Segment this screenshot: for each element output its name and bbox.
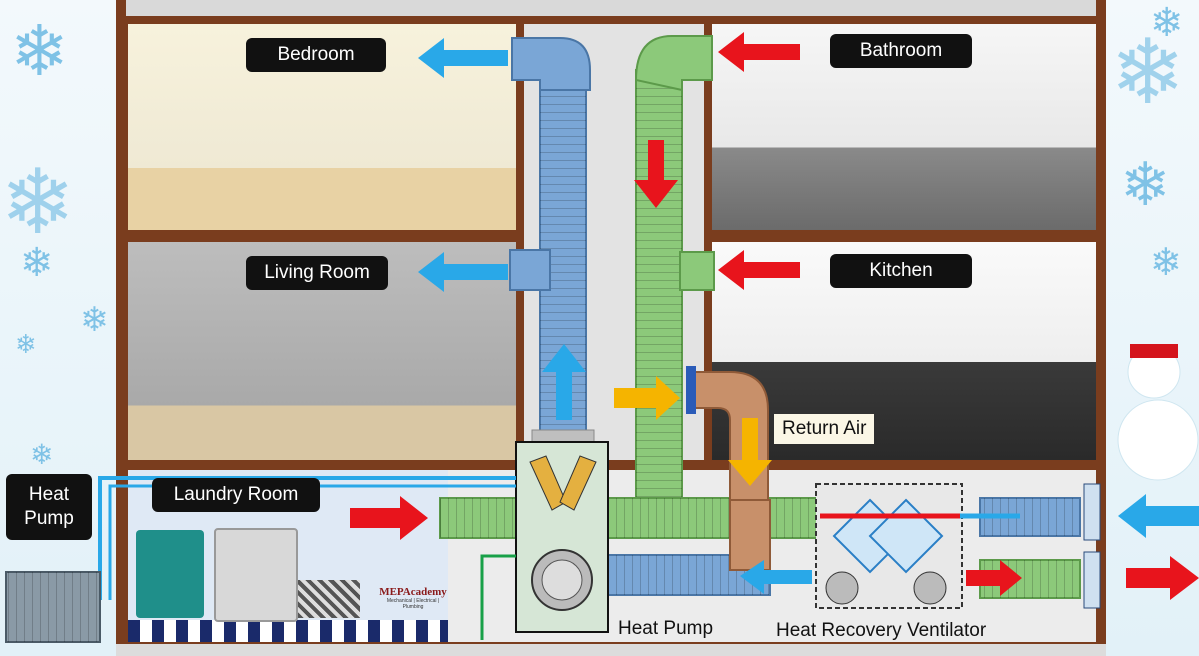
supply-arrow-up [542, 344, 586, 420]
intake-louver [1083, 483, 1101, 541]
outdoor-heat-pump-label: Heat Pump [6, 474, 92, 540]
laundry-basket [298, 580, 360, 618]
snowflake-icon: ❄ [1150, 240, 1182, 284]
snowflake-icon: ❄ [1110, 20, 1186, 125]
refrigerant-line [98, 476, 516, 600]
supply-arrow-bedroom [418, 38, 508, 78]
hrv-label: Heat Recovery Ventilator [776, 620, 987, 641]
washer-appliance [214, 528, 298, 622]
snowflake-icon: ❄ [10, 10, 69, 92]
bathroom-label: Bathroom [830, 34, 972, 68]
kitchen-label: Kitchen [830, 254, 972, 288]
laundry-floor [128, 620, 448, 642]
outdoor-intake-arrow [1118, 494, 1199, 538]
snowflake-icon: ❄ [80, 300, 109, 340]
snowflake-icon: ❄ [1150, 0, 1184, 46]
foundation [116, 644, 1106, 656]
snowflake-icon: ❄ [1120, 150, 1171, 220]
heat-pump-unit [515, 441, 609, 633]
snowflake-icon: ❄ [30, 438, 54, 471]
supply-arrow-hrv [740, 560, 812, 594]
exhaust-arrow-kitchen [718, 250, 800, 290]
exhaust-arrow-down [634, 140, 678, 208]
living-room-label: Living Room [246, 256, 388, 290]
outdoor-heat-pump-unit [5, 571, 101, 643]
laundry-room-label: Laundry Room [152, 478, 320, 512]
snowflake-icon: ❄ [0, 150, 76, 255]
snowflake-icon: ❄ [20, 240, 54, 286]
return-arrow-right [614, 376, 680, 420]
exhaust-arrow-bathroom [718, 32, 800, 72]
exhaust-arrow-laundry [350, 496, 428, 540]
exhaust-arrow-hrv [966, 560, 1022, 596]
snowman [1117, 344, 1199, 481]
outdoor-exhaust-arrow [1126, 556, 1199, 600]
brand-tagline: Mechanical | Electrical | Plumbing [386, 598, 440, 610]
return-arrow-down [728, 418, 772, 486]
exhaust-louver [1083, 551, 1101, 609]
supply-arrow-living-room [418, 252, 508, 292]
attic-strip [126, 0, 1096, 16]
bedroom-label: Bedroom [246, 38, 386, 72]
brand-logo: MEPAcademy Mechanical | Electrical | Plu… [378, 586, 448, 610]
hrv-unit [815, 483, 1020, 609]
heat-pump-label: Heat Pump [618, 618, 714, 639]
refrigerant-line [108, 484, 516, 600]
snowflake-icon: ❄ [15, 330, 37, 360]
return-air-label: Return Air [774, 414, 875, 444]
brand-name: MEPAcademy [379, 586, 447, 598]
condensate-line [480, 554, 516, 640]
dryer-appliance [136, 530, 204, 618]
